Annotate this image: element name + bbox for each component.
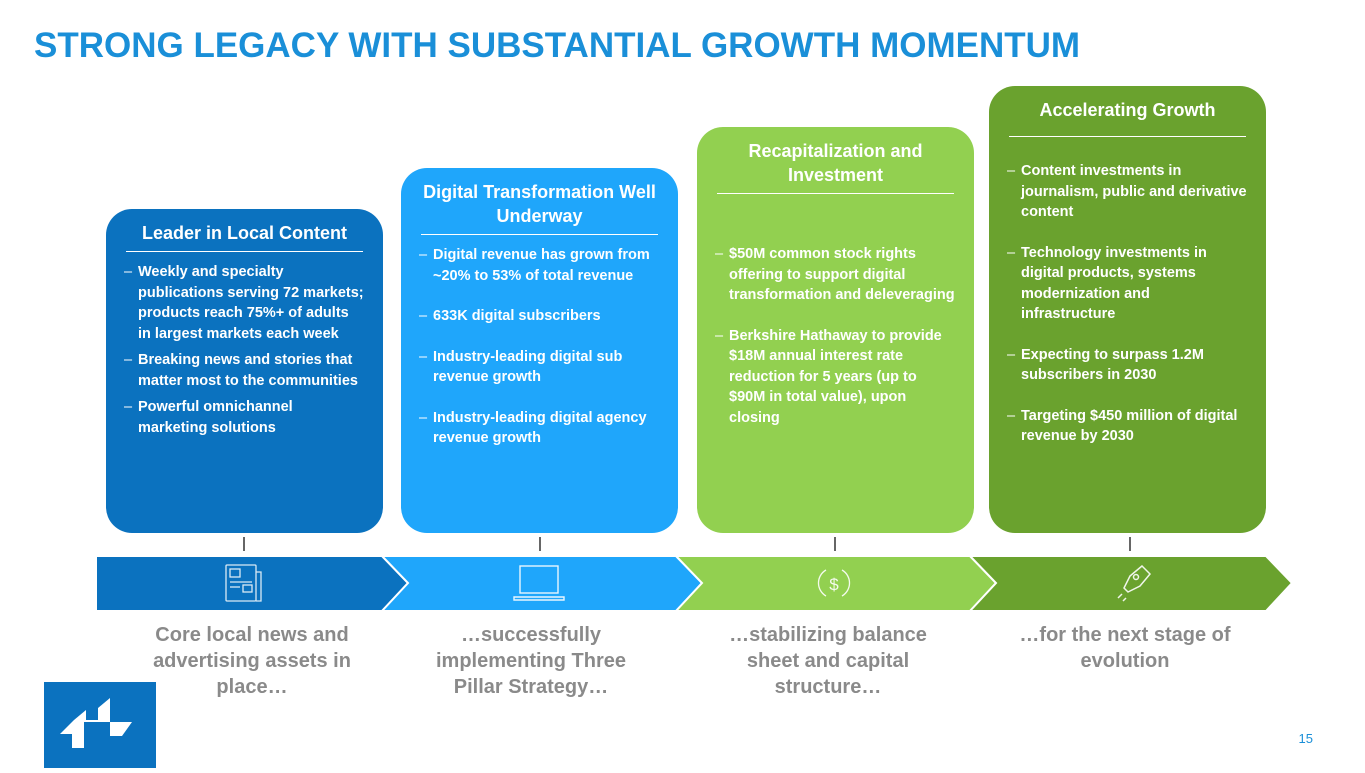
card-heading: Accelerating Growth [1009,98,1246,137]
bullet: Breaking news and stories that matter mo… [124,350,365,391]
bullet: Technology investments in digital produc… [1007,243,1248,325]
rocket-icon [1117,564,1152,602]
bullet: Powerful omnichannel marketing solutions [124,397,365,438]
caption-stage-2: …successfully implementing Three Pillar … [435,624,627,698]
bullet: Expecting to surpass 1.2M subscribers in… [1007,345,1248,386]
logo-mark-icon [60,698,132,748]
caption-stage-1: Core local news and advertising assets i… [153,624,351,698]
stage-card-recap: Recapitalization and Investment $50M com… [697,127,974,533]
bullet: Targeting $450 million of digital revenu… [1007,406,1248,447]
page-title: STRONG LEGACY WITH SUBSTANTIAL GROWTH MO… [34,26,1081,65]
bullet: Weekly and specialty publications servin… [124,262,365,344]
stage-card-digital: Digital Transformation Well Underway Dig… [401,168,678,533]
page-number: 15 [1298,731,1313,746]
company-logo [44,682,156,768]
bullet: $50M common stock rights offering to sup… [715,244,956,306]
svg-text:$: $ [829,575,839,594]
connector-line [834,537,836,551]
bullet: Digital revenue has grown from ~20% to 5… [419,245,660,286]
stage-card-leader: Leader in Local Content Weekly and speci… [106,209,383,533]
connector-line [539,537,541,551]
card-heading: Digital Transformation Well Underway [421,180,658,235]
bullet: Content investments in journalism, publi… [1007,161,1248,223]
caption-stage-4: …for the next stage of evolution [1019,624,1231,672]
connector-line [1129,537,1131,551]
bullet: 633K digital subscribers [419,306,660,327]
stage-card-growth: Accelerating Growth Content investments … [989,86,1266,533]
laptop-icon [513,565,565,601]
caption-stage-3: …stabilizing balance sheet and capital s… [729,624,927,698]
dollar-cycle-icon: $ [817,569,851,597]
connector-line [243,537,245,551]
newspaper-icon [225,564,262,602]
arrow-segment-4 [967,555,1294,612]
bullet: Industry-leading digital sub revenue gro… [419,347,660,388]
arrow-segment-1 [95,555,410,612]
card-heading: Recapitalization and Investment [717,139,954,194]
card-heading: Leader in Local Content [126,221,363,252]
bullet: Industry-leading digital agency revenue … [419,408,660,449]
bullet: Berkshire Hathaway to provide $18M annua… [715,326,956,429]
arrow-segment-2 [379,555,704,612]
